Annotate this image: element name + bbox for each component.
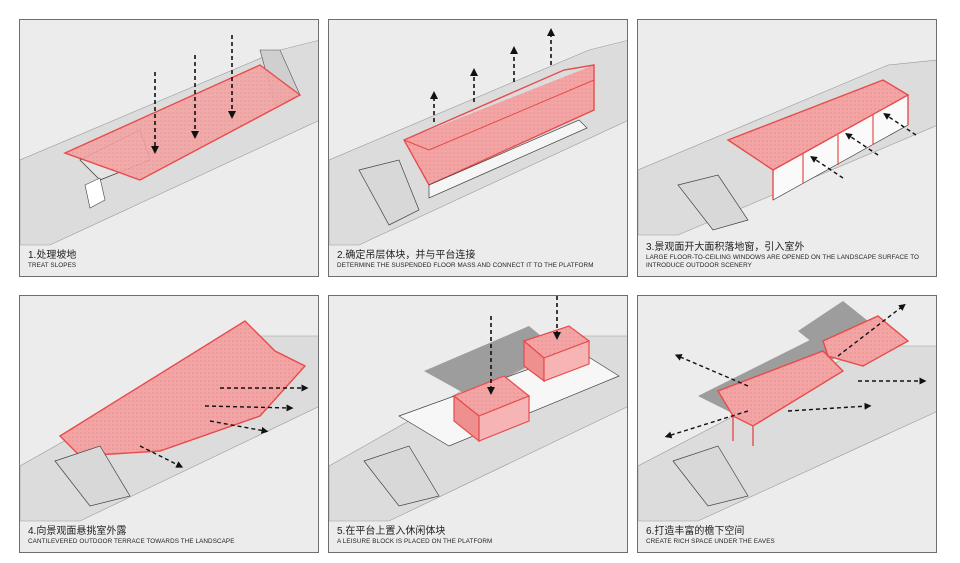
step-1-diagram <box>20 20 318 246</box>
step-3-panel: 3.景观面开大面积落地窗，引入室外 LARGE FLOOR-TO-CEILING… <box>637 19 937 277</box>
step-1-title: 1.处理坡地 <box>28 250 77 261</box>
step-1-caption: 1.处理坡地 TREAT SLOPES <box>28 250 312 270</box>
step-3-diagram <box>638 59 936 236</box>
step-1-panel: 1.处理坡地 TREAT SLOPES <box>19 19 319 277</box>
step-1-subtitle: TREAT SLOPES <box>28 262 77 269</box>
step-4-diagram <box>20 320 318 522</box>
step-2-subtitle: DETERMINE THE SUSPENDED FLOOR MASS AND C… <box>337 262 594 269</box>
step-6-caption: 6.打造丰富的檐下空间 CREATE RICH SPACE UNDER THE … <box>646 526 930 546</box>
step-3-caption: 3.景观面开大面积落地窗，引入室外 LARGE FLOOR-TO-CEILING… <box>646 242 930 270</box>
step-5-caption: 5.在平台上置入休闲体块 A LEISURE BLOCK IS PLACED O… <box>337 526 621 546</box>
step-2-diagram <box>329 28 627 246</box>
step-4-caption: 4.向景观面悬挑室外露 CANTILEVERED OUTDOOR TERRACE… <box>28 526 312 546</box>
step-6-subtitle: CREATE RICH SPACE UNDER THE EAVES <box>646 538 775 545</box>
step-5-subtitle: A LEISURE BLOCK IS PLACED ON THE PLATFOR… <box>337 538 493 545</box>
step-4-subtitle: CANTILEVERED OUTDOOR TERRACE TOWARDS THE… <box>28 538 235 545</box>
step-2-caption: 2.确定吊层体块，并与平台连接 DETERMINE THE SUSPENDED … <box>337 250 621 270</box>
step-2-title: 2.确定吊层体块，并与平台连接 <box>337 250 476 261</box>
step-5-diagram <box>329 296 627 522</box>
step-4-panel: 4.向景观面悬挑室外露 CANTILEVERED OUTDOOR TERRACE… <box>19 295 319 553</box>
step-6-title: 6.打造丰富的檐下空间 <box>646 526 745 537</box>
step-6-panel: 6.打造丰富的檐下空间 CREATE RICH SPACE UNDER THE … <box>637 295 937 553</box>
step-3-subtitle: LARGE FLOOR-TO-CEILING WINDOWS ARE OPENE… <box>646 254 920 269</box>
step-3-title: 3.景观面开大面积落地窗，引入室外 <box>646 242 805 253</box>
step-4-title: 4.向景观面悬挑室外露 <box>28 526 127 537</box>
step-5-title: 5.在平台上置入休闲体块 <box>337 526 446 537</box>
step-6-diagram <box>638 301 936 522</box>
step-5-panel: 5.在平台上置入休闲体块 A LEISURE BLOCK IS PLACED O… <box>328 295 628 553</box>
step-2-panel: 2.确定吊层体块，并与平台连接 DETERMINE THE SUSPENDED … <box>328 19 628 277</box>
